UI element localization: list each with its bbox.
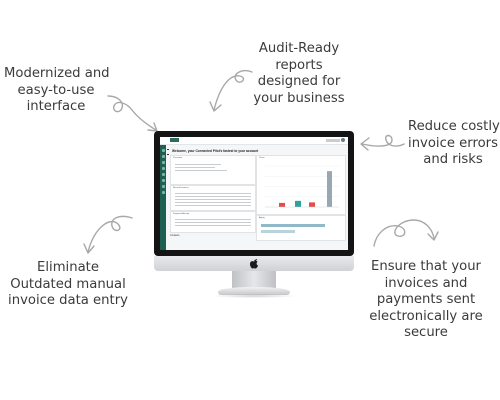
feature-ensure-line-5: secure xyxy=(404,325,448,340)
table-row[interactable] xyxy=(175,202,251,203)
sidebar-item-help-icon[interactable] xyxy=(161,185,165,188)
feature-ensure-line-4: electronically are xyxy=(369,308,483,324)
feature-modernized-line-2: easy-to-use xyxy=(17,82,95,98)
table-row[interactable] xyxy=(175,219,251,220)
bar-chart xyxy=(265,165,339,208)
feature-ensure-line-2: invoices and xyxy=(384,275,468,291)
app-screen: Welcome, your Connected Pilot's fastest … xyxy=(160,137,348,250)
table-row[interactable] xyxy=(175,225,251,226)
aging-panel: Aging xyxy=(256,215,346,241)
avatar[interactable] xyxy=(341,138,345,142)
feature-reduce-line-3: and risks xyxy=(423,152,483,167)
table-row[interactable] xyxy=(175,205,251,206)
feature-audit-line-1: Audit-Ready xyxy=(258,41,340,56)
monitor-bezel: Welcome, your Connected Pilot's fastest … xyxy=(154,131,354,256)
app-sidebar xyxy=(160,145,166,250)
feature-eliminate-line-1: Eliminate xyxy=(37,260,99,275)
overview-title: Overview xyxy=(173,157,183,159)
feature-reduce-line-2: invoice errors xyxy=(408,135,498,151)
payment-activity-title: Payment Activity xyxy=(173,213,190,215)
arrow-reduce-icon xyxy=(360,134,405,151)
aging-bar xyxy=(261,230,295,233)
chart-panel: Chart xyxy=(256,155,346,215)
feature-audit-line-2: reports xyxy=(275,57,323,73)
arrow-eliminate-icon xyxy=(83,215,133,254)
overview-line xyxy=(175,170,227,171)
chart-bar-C[interactable] xyxy=(309,202,315,207)
imac-monitor: Welcome, your Connected Pilot's fastest … xyxy=(154,131,354,298)
sidebar-item-reports-icon[interactable] xyxy=(161,167,165,170)
welcome-heading: Welcome, your Connected Pilot's fastest … xyxy=(172,149,259,153)
contacts-label[interactable]: Contacts xyxy=(170,234,180,237)
apple-logo-icon xyxy=(250,259,258,269)
overview-panel: Overview xyxy=(170,155,256,185)
user-menu[interactable] xyxy=(326,139,340,142)
feature-audit-line-3: designed for xyxy=(257,74,341,89)
arrow-audit-icon xyxy=(209,70,253,112)
feature-ensure-line-3: payments sent xyxy=(376,292,476,307)
sidebar-item-invoices-icon[interactable] xyxy=(161,155,165,158)
chart-bar-A[interactable] xyxy=(279,202,285,207)
overview-line xyxy=(175,164,221,165)
table-row[interactable] xyxy=(175,199,251,200)
feature-modernized-line-1: Modernized and xyxy=(4,66,110,81)
feature-eliminate-line-2: Outdated manual xyxy=(10,276,126,292)
feature-reduce-errors: Reduce costly invoice errors and risks xyxy=(408,119,500,169)
sidebar-item-home-icon[interactable] xyxy=(161,149,165,152)
feature-ensure-secure: Ensure that your invoices and payments s… xyxy=(366,259,486,342)
table-row[interactable] xyxy=(175,196,251,197)
feature-modernized-line-3: interface xyxy=(26,99,86,114)
recent-invoices-panel: Recent Invoices xyxy=(170,185,256,211)
recent-invoices-title: Recent Invoices xyxy=(173,187,189,189)
feature-modernized: Modernized and easy-to-use interface xyxy=(4,66,110,116)
payment-activity-panel: Payment Activity xyxy=(170,211,256,233)
sidebar-item-extra-icon[interactable] xyxy=(161,191,165,194)
feature-ensure-line-1: Ensure that your xyxy=(371,259,481,274)
chart-bar-B[interactable] xyxy=(295,200,301,207)
menu-icon[interactable] xyxy=(167,149,169,155)
feature-eliminate-manual: Eliminate Outdated manual invoice data e… xyxy=(6,260,130,310)
chart-bar-D[interactable] xyxy=(327,171,332,207)
monitor-neck xyxy=(232,271,276,290)
arrow-ensure-icon xyxy=(373,219,439,247)
overview-line xyxy=(175,167,215,168)
sidebar-item-settings-icon[interactable] xyxy=(161,179,165,182)
sidebar-item-payments-icon[interactable] xyxy=(161,161,165,164)
aging-title: Aging xyxy=(259,217,265,219)
aging-bar xyxy=(261,224,325,227)
sidebar-item-vendors-icon[interactable] xyxy=(161,173,165,176)
chart-title: Chart xyxy=(259,157,265,159)
monitor-shadow xyxy=(210,294,298,298)
table-row[interactable] xyxy=(175,193,251,194)
monitor-stand-foot xyxy=(218,287,290,295)
table-row[interactable] xyxy=(175,222,251,223)
feature-eliminate-line-3: invoice data entry xyxy=(8,293,128,308)
feature-audit-ready: Audit-Ready reports designed for your bu… xyxy=(250,41,348,107)
app-topbar xyxy=(160,137,348,145)
feature-audit-line-4: your business xyxy=(253,90,345,106)
app-logo[interactable] xyxy=(170,138,179,142)
feature-reduce-line-1: Reduce costly xyxy=(408,119,500,134)
